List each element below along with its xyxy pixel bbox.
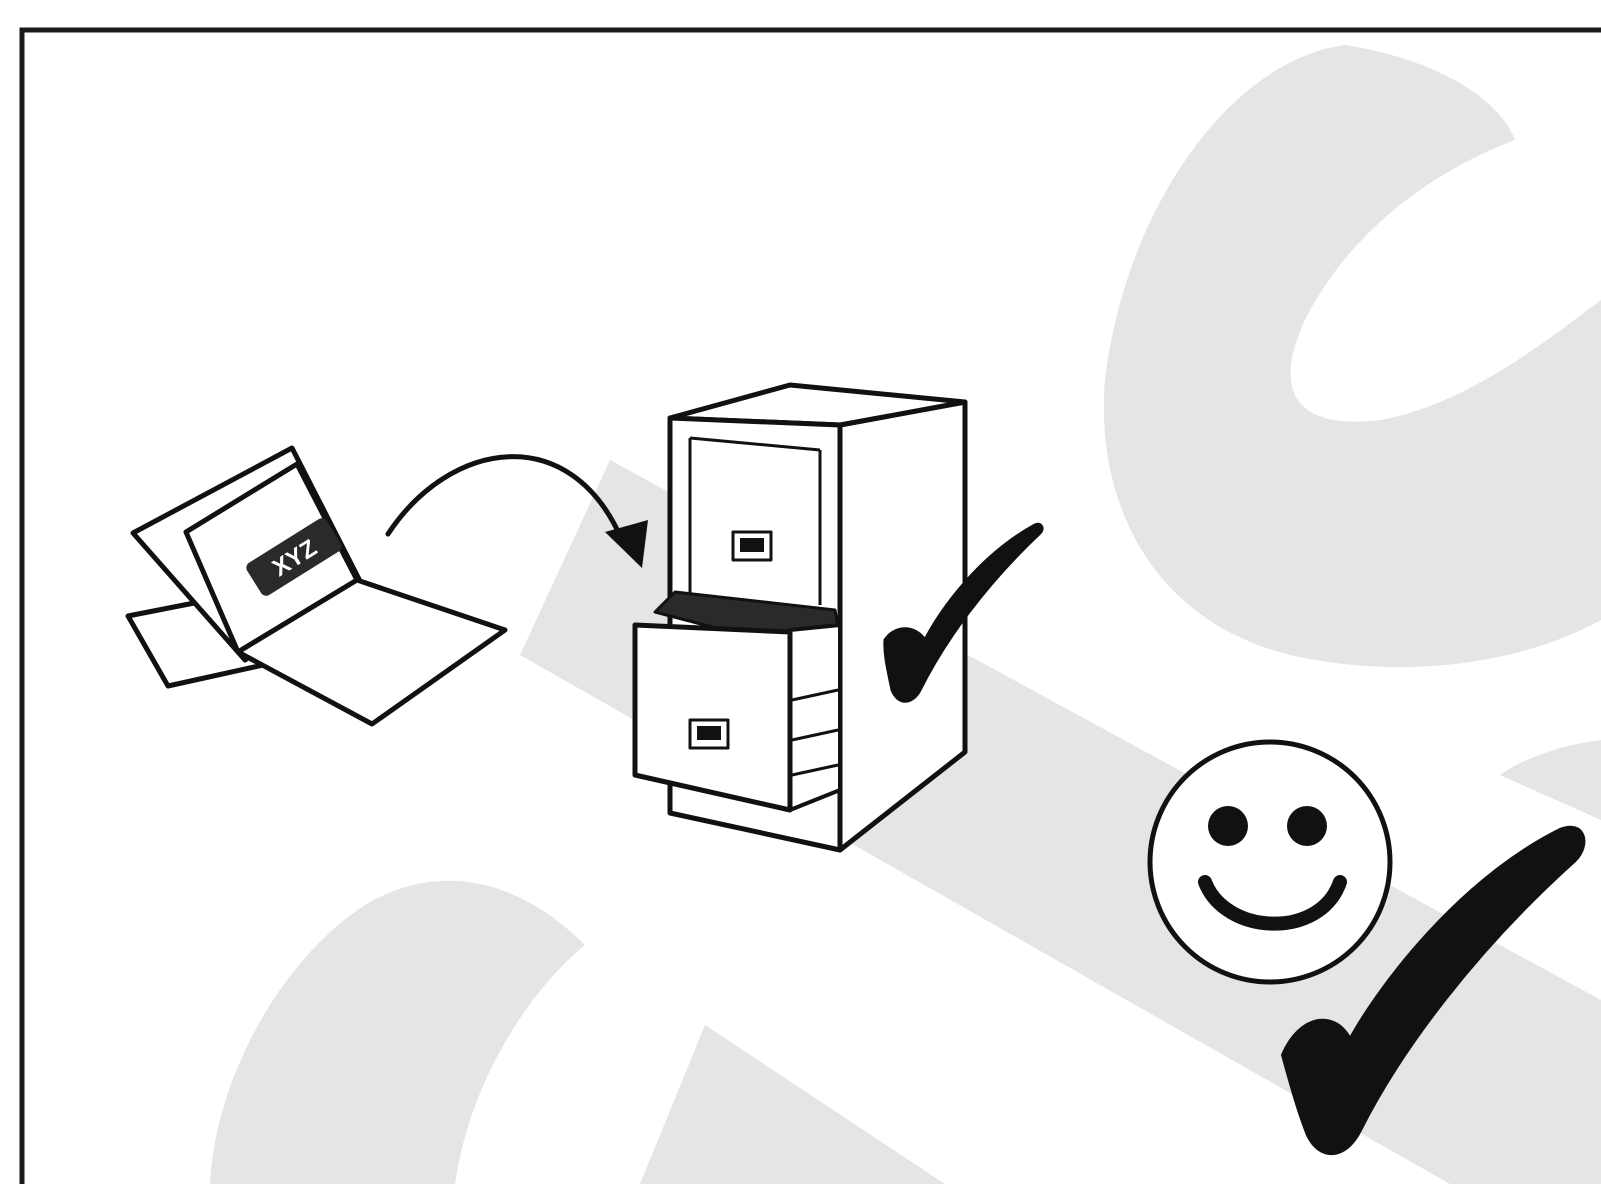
smiley-left-eye (1208, 806, 1248, 846)
smiley-right-eye (1287, 806, 1327, 846)
smiley-face-icon (1150, 742, 1390, 982)
smiley-outline (1150, 742, 1390, 982)
filing-cabinet-icon (635, 385, 965, 850)
